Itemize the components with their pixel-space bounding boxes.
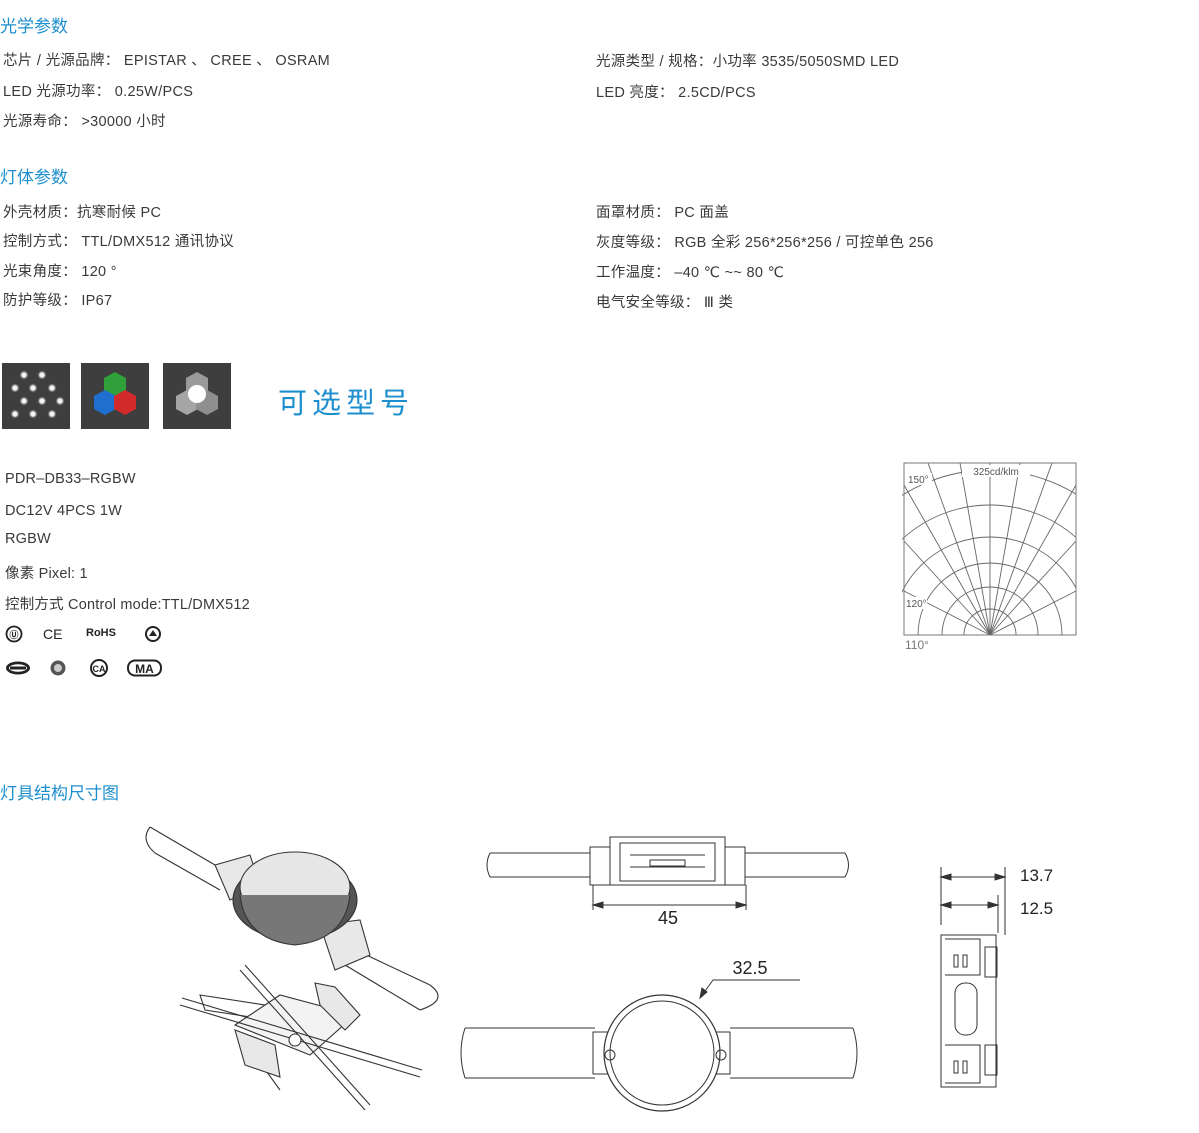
- svg-text:Ⓤ: Ⓤ: [9, 629, 18, 640]
- dim-diameter-label: 32.5: [732, 958, 767, 978]
- body-section-title: 灯体参数: [0, 168, 68, 187]
- svg-text:CA: CA: [93, 664, 106, 674]
- model-control-mode: 控制方式 Control mode:TTL/DMX512: [5, 597, 250, 613]
- spec-grayscale: 灰度等级： RGB 全彩 256*256*256 / 可控单色 256: [596, 235, 934, 251]
- ce-cert-icon: CE: [43, 626, 63, 642]
- seal-cert-icon: [48, 659, 68, 677]
- dim-height-total-label: 13.7: [1020, 866, 1053, 885]
- polar-distribution-chart: 325cd/klm 150° 120° 110°: [824, 461, 1156, 801]
- options-title: 可选型号: [278, 388, 415, 420]
- optical-section-title: 光学参数: [0, 17, 68, 36]
- polar-angle-150: 150°: [908, 475, 929, 486]
- spec-housing-material: 外壳材质：抗寒耐候 PC: [3, 205, 162, 221]
- structure-section-title: 灯具结构尺寸图: [0, 784, 119, 803]
- front-view-drawing: 32.5: [455, 950, 865, 1120]
- side-view-drawing: 13.7 12.5: [930, 855, 1070, 1095]
- spec-light-source-type: 光源类型 / 规格：小功率 3535/5050SMD LED: [596, 54, 900, 70]
- spec-led-brightness: LED 亮度： 2.5CD/PCS: [596, 85, 756, 101]
- isometric-product-drawing: [120, 815, 470, 1115]
- recycle-cert-icon: [144, 625, 164, 643]
- ul-cert-icon: Ⓤ: [5, 625, 25, 643]
- model-color: RGBW: [5, 531, 51, 547]
- rohs-cert-icon: RoHS: [86, 627, 116, 639]
- spec-electrical-safety: 电气安全等级： Ⅲ 类: [596, 295, 734, 311]
- model-pixel: 像素 Pixel: 1: [5, 566, 88, 582]
- ma-cert-icon: MA: [127, 659, 163, 677]
- enec-cert-icon: [4, 660, 32, 676]
- spec-chip-brand: 芯片 / 光源品牌： EPISTAR 、 CREE 、 OSRAM: [3, 53, 331, 69]
- svg-text:MA: MA: [135, 662, 154, 676]
- dim-height-body-label: 12.5: [1020, 899, 1053, 918]
- top-view-drawing: 45: [480, 825, 860, 930]
- spec-control-mode: 控制方式： TTL/DMX512 通讯协议: [3, 234, 235, 250]
- led-dots-icon: [2, 363, 70, 429]
- white-hexagons-icon: [163, 363, 231, 429]
- spec-cover-material: 面罩材质： PC 面盖: [596, 205, 729, 221]
- rgb-hexagons-icon: [81, 363, 149, 429]
- spec-led-power: LED 光源功率： 0.25W/PCS: [3, 84, 194, 100]
- polar-unit-label: 325cd/klm: [973, 467, 1019, 478]
- polar-angle-110: 110°: [905, 638, 929, 652]
- ca-cert-icon: CA: [88, 659, 110, 677]
- polar-angle-120: 120°: [906, 599, 927, 610]
- dim-width-label: 45: [658, 908, 678, 928]
- spec-beam-angle: 光束角度： 120 °: [3, 264, 117, 280]
- spec-operating-temp: 工作温度： –40 ℃ ~~ 80 ℃: [596, 265, 785, 281]
- spec-ip-rating: 防护等级： IP67: [3, 293, 113, 309]
- model-number: PDR–DB33–RGBW: [5, 471, 136, 487]
- spec-lifetime: 光源寿命： >30000 小时: [3, 114, 166, 130]
- model-power: DC12V 4PCS 1W: [5, 503, 123, 519]
